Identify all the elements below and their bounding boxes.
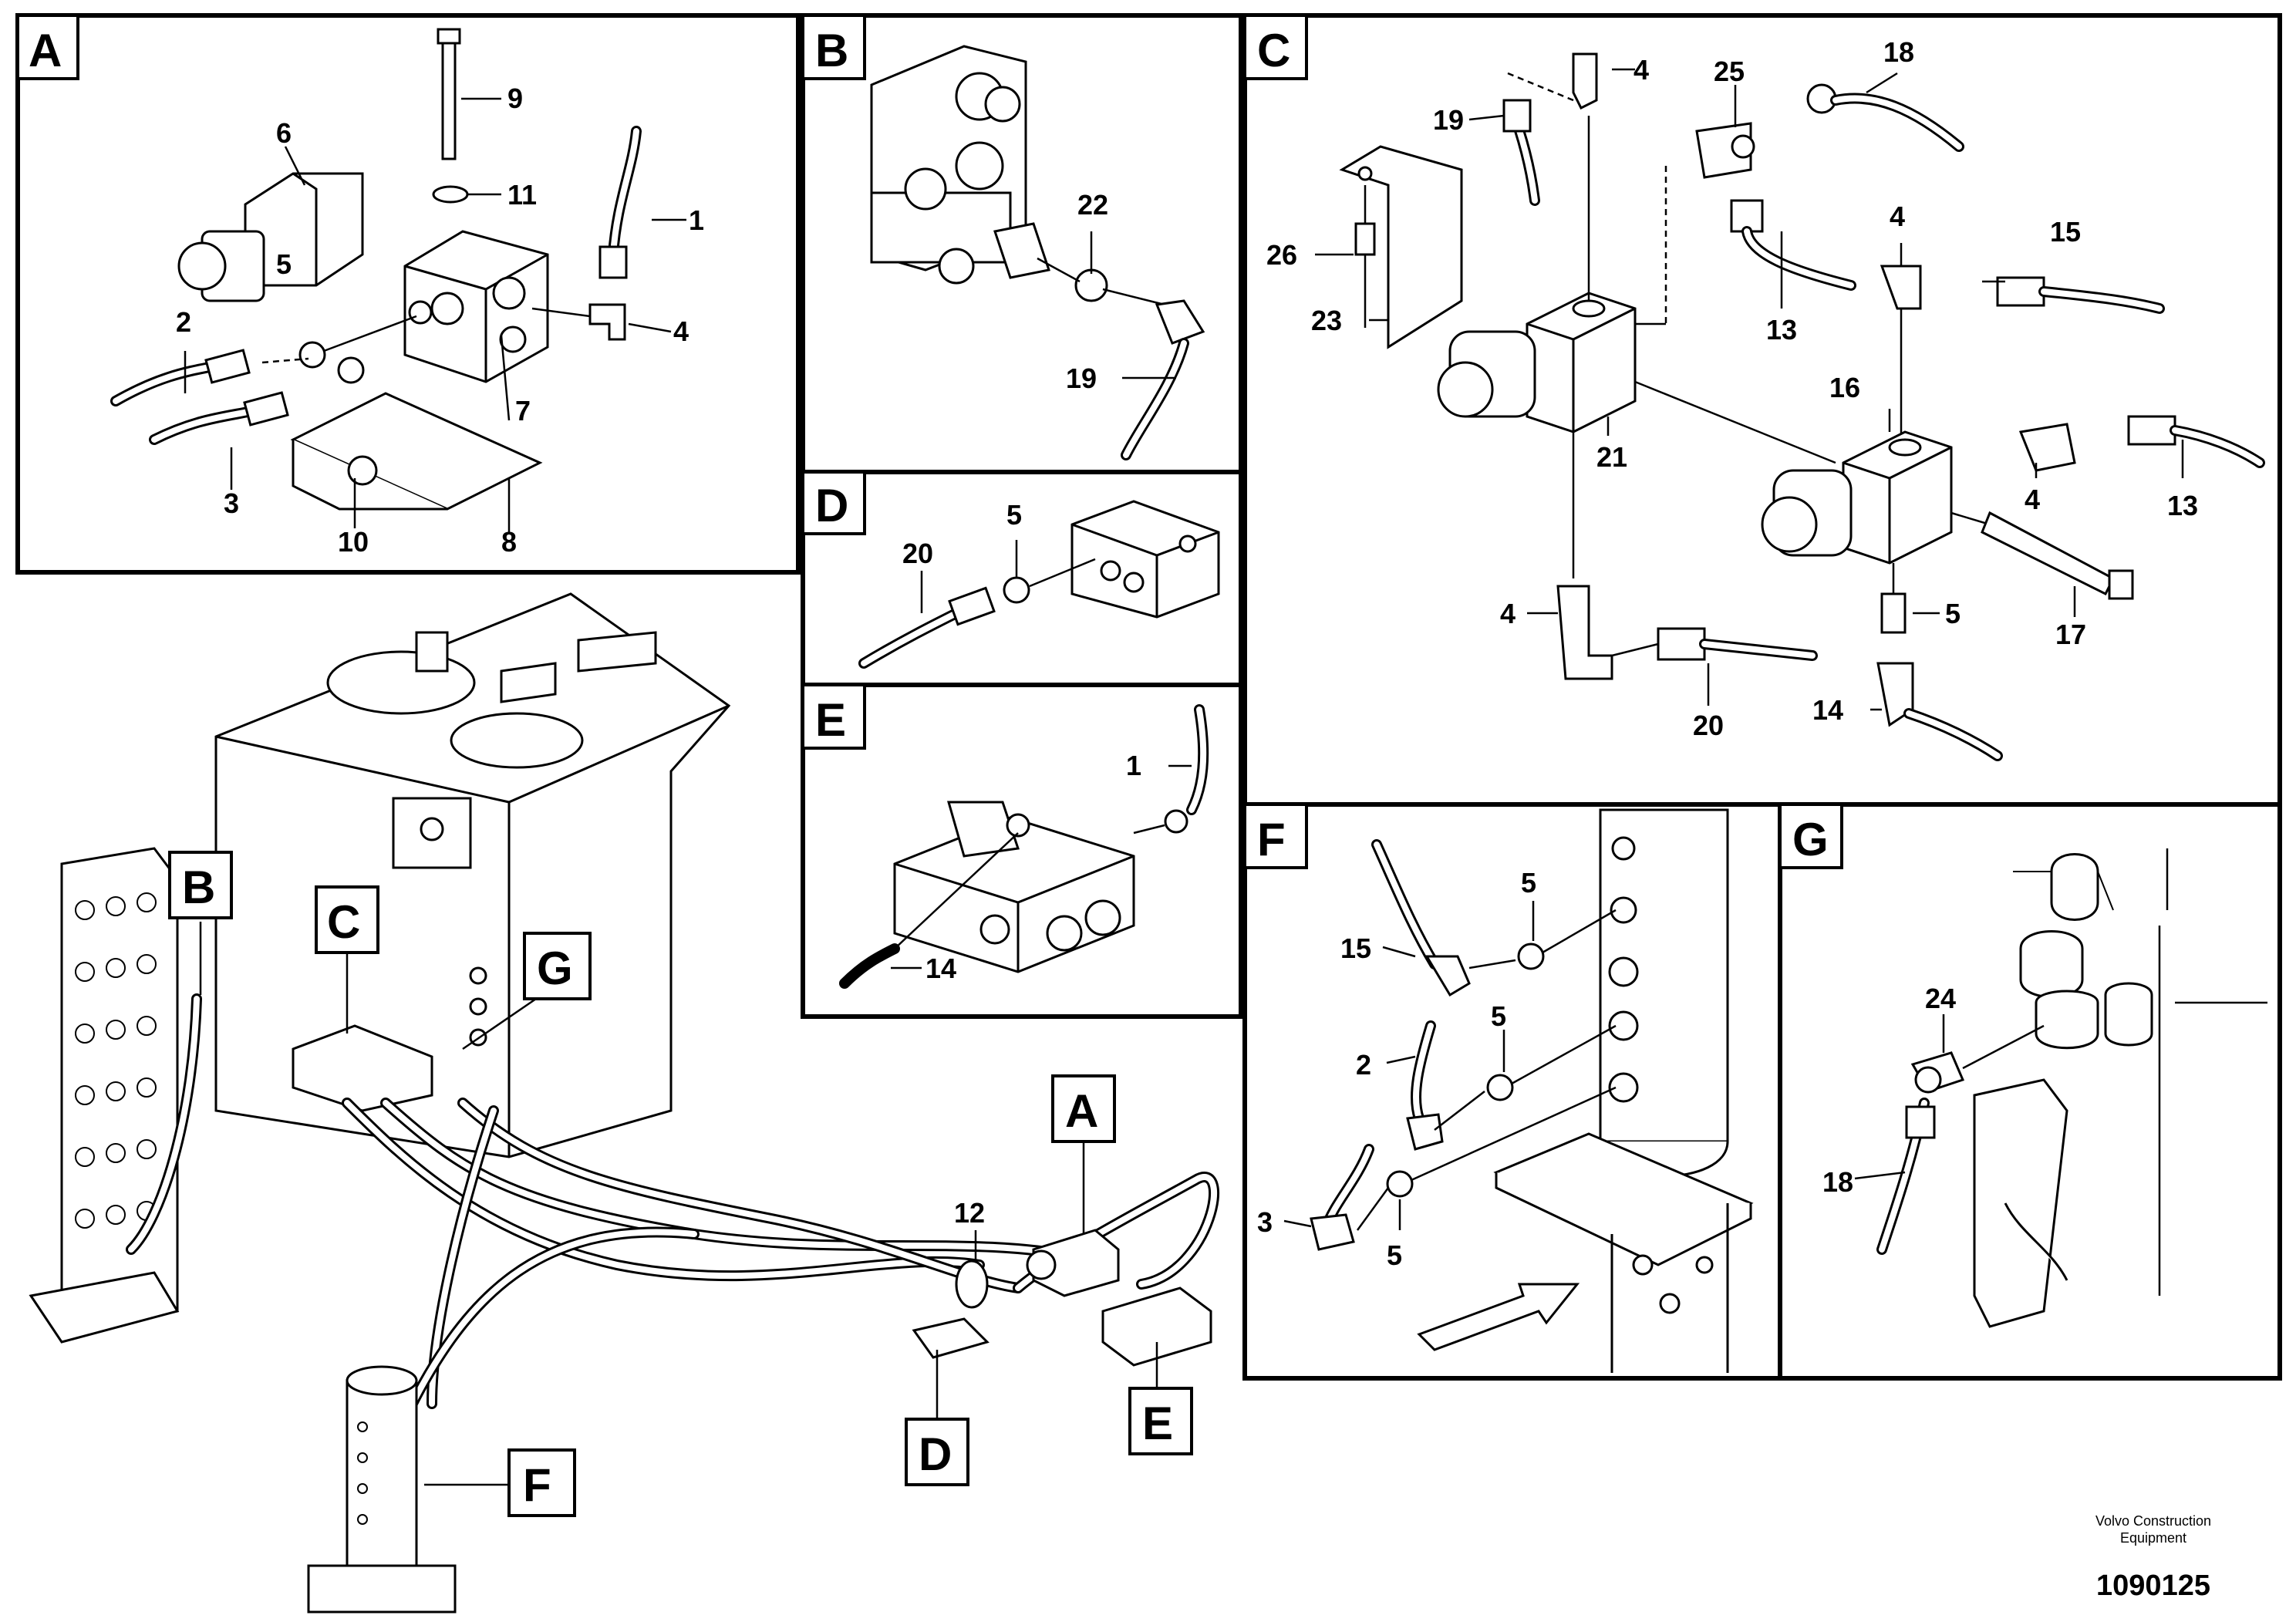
- callout-c-14: 14: [1812, 694, 1843, 726]
- callout-a-4: 4: [673, 315, 689, 347]
- callout-a-8: 8: [501, 526, 517, 558]
- callout-c-13b: 13: [2167, 490, 2198, 521]
- panel-f-letter: F: [1257, 814, 1286, 865]
- callout-e-1: 1: [1126, 750, 1141, 781]
- brand-line-1: Volvo Construction: [2095, 1513, 2212, 1529]
- panel-d: D 5 20: [801, 470, 1243, 687]
- callout-c-4: 4: [1633, 54, 1649, 86]
- drawing-number: 1090125: [2096, 1570, 2210, 1602]
- overview-label-a: A: [1065, 1085, 1098, 1137]
- callout-a-6: 6: [276, 117, 292, 149]
- panel-e: E 1 14: [801, 683, 1243, 1019]
- callout-c-18: 18: [1883, 36, 1914, 68]
- callout-a-7: 7: [515, 395, 531, 427]
- overview-label-b: B: [182, 862, 215, 913]
- callout-f-3: 3: [1257, 1206, 1273, 1238]
- callout-f-15: 15: [1340, 932, 1371, 964]
- callout-g-18: 18: [1822, 1166, 1853, 1198]
- panel-f: F: [1242, 802, 1782, 1381]
- callout-c-13: 13: [1766, 314, 1797, 346]
- callout-c-23: 23: [1311, 305, 1342, 336]
- callout-b-19: 19: [1066, 363, 1097, 394]
- callout-a-2: 2: [176, 306, 191, 338]
- callout-g-24: 24: [1925, 983, 1956, 1014]
- panel-b: B 22 19: [801, 13, 1243, 474]
- panel-g-letter: G: [1792, 814, 1829, 865]
- valve-spools: [75, 892, 157, 1229]
- callout-a-5: 5: [276, 248, 292, 280]
- callout-c-17: 17: [2055, 619, 2086, 650]
- callout-a-10: 10: [338, 526, 369, 558]
- overview-label-d: D: [919, 1428, 952, 1480]
- panel-a-letter: A: [29, 25, 62, 76]
- callout-a-3: 3: [224, 487, 239, 519]
- callout-c-20: 20: [1693, 710, 1724, 741]
- panel-a-label-box: [16, 14, 79, 80]
- panel-e-letter: E: [815, 694, 846, 746]
- overview-label-g: G: [537, 943, 573, 994]
- callout-c-15: 15: [2050, 216, 2081, 248]
- panel-c-letter: C: [1257, 25, 1290, 76]
- callout-c-16: 16: [1829, 372, 1860, 403]
- callout-c-19: 19: [1433, 104, 1464, 136]
- callout-overview-12: 12: [954, 1197, 985, 1229]
- callout-c-21: 21: [1596, 441, 1627, 473]
- callout-c-4d: 4: [1500, 598, 1515, 629]
- callout-c-25: 25: [1714, 56, 1745, 87]
- panel-d-letter: D: [815, 480, 848, 531]
- callout-f-5b: 5: [1491, 1000, 1506, 1032]
- brand-name: Volvo Construction Equipment: [2068, 1512, 2238, 1546]
- callout-e-14: 14: [925, 953, 956, 984]
- callout-d-5: 5: [1006, 499, 1022, 531]
- callout-f-5c: 5: [1387, 1239, 1402, 1271]
- callout-a-11: 11: [507, 179, 537, 211]
- callout-c-4b: 4: [1890, 201, 1905, 232]
- callout-c-4c: 4: [2025, 484, 2040, 515]
- callout-f-5a: 5: [1521, 867, 1536, 899]
- callout-f-2: 2: [1356, 1049, 1371, 1081]
- callout-d-20: 20: [902, 538, 933, 569]
- panel-b-letter: B: [815, 25, 848, 76]
- overview-label-e: E: [1142, 1398, 1173, 1449]
- callout-c-5: 5: [1945, 598, 1961, 629]
- callout-b-22: 22: [1077, 189, 1108, 221]
- overview-label-f: F: [523, 1459, 551, 1511]
- panel-a: A: [15, 13, 801, 575]
- panel-c: C: [1242, 13, 2282, 807]
- callout-a-1: 1: [689, 204, 704, 236]
- callout-c-26: 26: [1266, 239, 1297, 271]
- overview-machine: B C G A D E F 12: [29, 592, 1220, 1614]
- brand-line-2: Equipment: [2119, 1530, 2187, 1546]
- callout-a-9: 9: [507, 83, 523, 114]
- panel-g: G 24 18: [1778, 802, 2282, 1381]
- overview-label-c: C: [327, 896, 360, 948]
